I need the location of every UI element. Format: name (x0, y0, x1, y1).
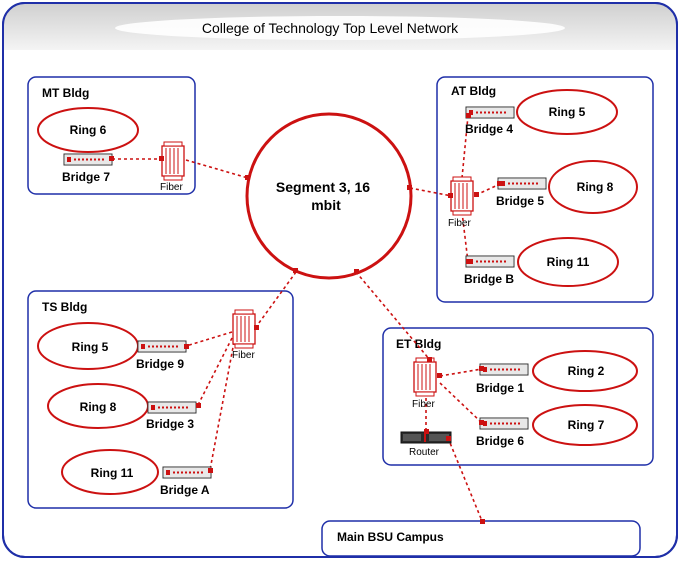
node (427, 357, 432, 362)
node (479, 420, 484, 425)
node (466, 113, 471, 118)
ts-bridge-a-icon (162, 466, 212, 479)
node (448, 193, 453, 198)
mt-bridge-7-label: Bridge 7 (62, 170, 110, 184)
node (208, 468, 213, 473)
at-bridge-5-label: Bridge 5 (496, 194, 544, 208)
at-ring-5 (516, 89, 618, 135)
et-building-label: ET Bldg (396, 337, 441, 351)
node (254, 325, 259, 330)
et-bridge-1-icon (479, 363, 529, 376)
at-bridge-b-label: Bridge B (464, 272, 514, 286)
ts-ring-11 (61, 449, 159, 495)
link-ts-fiber-bridge9 (185, 331, 233, 347)
et-bridge-6-icon (479, 417, 529, 430)
ts-building-label: TS Bldg (42, 300, 87, 314)
ts-bridge-a-label: Bridge A (160, 483, 210, 497)
at-ring-11 (517, 237, 619, 287)
node (245, 175, 250, 180)
node (196, 403, 201, 408)
link-et-fiber-bridge1 (439, 368, 483, 377)
node (474, 192, 479, 197)
link-ts-fiber-bridge3 (197, 337, 233, 406)
mt-building-label: MT Bldg (42, 86, 89, 100)
node (354, 269, 359, 274)
node (424, 429, 429, 434)
ts-fiber-icon (232, 309, 256, 349)
et-router-label: Router (409, 447, 440, 458)
ts-bridge-9-label: Bridge 9 (136, 357, 184, 371)
et-ring-7-label: Ring 7 (568, 418, 605, 432)
mt-ring-6 (37, 107, 139, 153)
node (437, 373, 442, 378)
ts-ring-11-label: Ring 11 (91, 466, 134, 480)
et-bridge-1-label: Bridge 1 (476, 381, 524, 395)
at-ring-5-label: Ring 5 (549, 105, 586, 119)
et-ring-2-label: Ring 2 (568, 364, 605, 378)
mt-fiber-icon (161, 141, 185, 181)
at-ring-8 (548, 160, 638, 214)
page-title: College of Technology Top Level Network (202, 20, 459, 36)
link-at-fiber-bridgeB (461, 211, 469, 263)
ts-bridge-3-icon (147, 401, 197, 414)
et-ring-7 (532, 404, 638, 446)
at-building-label: AT Bldg (451, 84, 496, 98)
link-segment-ts-fiber (255, 271, 297, 328)
node (407, 185, 412, 190)
segment-label-line2: mbit (311, 197, 341, 213)
links (112, 115, 501, 522)
node (293, 268, 298, 273)
et-ring-2 (532, 350, 638, 392)
node (159, 156, 164, 161)
at-ring-11-label: Ring 11 (547, 255, 590, 269)
title-bar-highlight (115, 16, 565, 40)
node (479, 366, 484, 371)
ts-bridge-9-icon (137, 340, 187, 353)
at-ring-8-label: Ring 8 (577, 180, 614, 194)
ts-fiber-label: Fiber (232, 350, 255, 361)
at-bridge-b-icon (465, 255, 515, 268)
node (109, 156, 114, 161)
segment-label-line1: Segment 3, 16 (276, 179, 370, 195)
campus-label: Main BSU Campus (337, 530, 444, 544)
link-segment-et-fiber (355, 271, 431, 361)
mt-fiber-label: Fiber (160, 182, 183, 193)
ts-ring-8-label: Ring 8 (80, 400, 117, 414)
at-bridge-5-icon (497, 177, 547, 190)
link-et-fiber-bridge6 (439, 382, 483, 424)
link-at-fiber-bridge4 (461, 115, 469, 179)
mt-bridge-7-icon (63, 153, 113, 166)
link-at-fiber-bridge5 (475, 183, 501, 196)
ts-bridge-3-label: Bridge 3 (146, 417, 194, 431)
mt-ring-6-label: Ring 6 (70, 123, 107, 137)
node (184, 344, 189, 349)
at-bridge-4-icon (465, 106, 515, 119)
et-bridge-6-label: Bridge 6 (476, 434, 524, 448)
link-ts-fiber-bridgeA (209, 341, 235, 471)
link-mt-fiber-segment (185, 159, 249, 179)
node (466, 259, 471, 264)
ts-ring-5-label: Ring 5 (72, 340, 109, 354)
et-fiber-icon (413, 357, 437, 397)
node (446, 436, 451, 441)
at-fiber-icon (450, 176, 474, 216)
link-segment-at-fiber (409, 187, 453, 197)
segment-ring (245, 112, 413, 280)
et-fiber-label: Fiber (412, 399, 435, 410)
at-bridge-4-label: Bridge 4 (465, 122, 513, 136)
node (497, 181, 502, 186)
connection-nodes (109, 113, 502, 524)
at-fiber-label: Fiber (448, 218, 471, 229)
node (480, 519, 485, 524)
link-router-campus (447, 437, 483, 522)
